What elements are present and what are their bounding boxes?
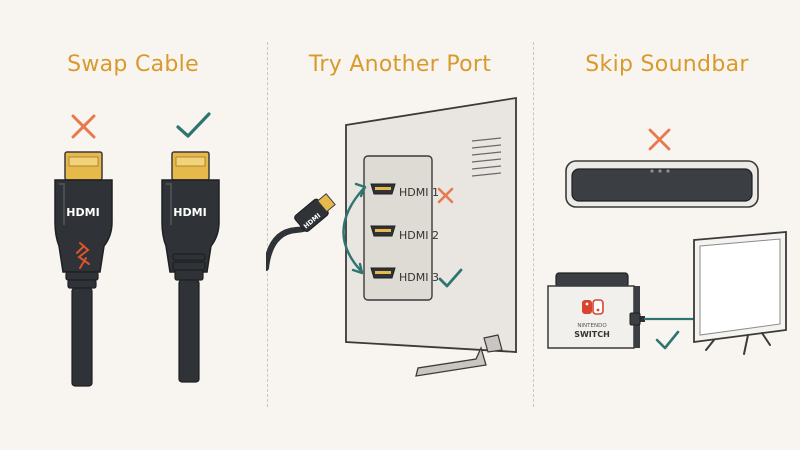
good-hdmi-cable bbox=[161, 151, 220, 383]
skip-soundbar-illustration: NINTENDO SWITCH bbox=[547, 128, 787, 355]
port-label: HDMI 1 bbox=[399, 186, 439, 199]
check-icon bbox=[655, 330, 680, 350]
swap-arrow-icon bbox=[342, 182, 367, 275]
hdmi-plug bbox=[266, 193, 336, 271]
hdmi-port-3 bbox=[370, 267, 396, 279]
console-model: SWITCH bbox=[574, 330, 610, 339]
cross-icon bbox=[437, 187, 454, 204]
frayed-hdmi-cable bbox=[54, 151, 113, 387]
panel-title: Swap Cable bbox=[67, 52, 199, 77]
divider-right bbox=[533, 42, 534, 407]
cross-icon bbox=[71, 114, 96, 139]
skip-soundbar-panel: Skip Soundbar NINTENDO bbox=[534, 0, 800, 450]
tv-back bbox=[345, 96, 517, 377]
hdmi-port-2 bbox=[370, 225, 396, 237]
check-icon bbox=[176, 112, 211, 138]
cable-label: HDMI bbox=[66, 206, 99, 219]
divider-left bbox=[267, 42, 268, 407]
port-label: HDMI 3 bbox=[399, 271, 439, 284]
swap-cable-illustration: HDMI HDMI bbox=[54, 112, 220, 387]
swap-cable-panel: Swap Cable bbox=[0, 0, 266, 450]
panel-title: Skip Soundbar bbox=[585, 52, 749, 77]
cross-icon bbox=[648, 128, 671, 151]
port-label: HDMI 2 bbox=[399, 229, 439, 242]
hdmi-port-1 bbox=[370, 183, 396, 195]
soundbar bbox=[565, 160, 759, 208]
panel-title: Try Another Port bbox=[308, 52, 492, 77]
tv bbox=[693, 231, 787, 355]
cable-label: HDMI bbox=[173, 206, 206, 219]
check-icon bbox=[438, 268, 463, 288]
console-brand: NINTENDO bbox=[577, 323, 607, 329]
try-another-port-panel: Try Another Port HDMI 1 bbox=[266, 0, 534, 450]
try-port-illustration: HDMI 1 HDMI 2 HDMI 3 bbox=[266, 96, 517, 377]
